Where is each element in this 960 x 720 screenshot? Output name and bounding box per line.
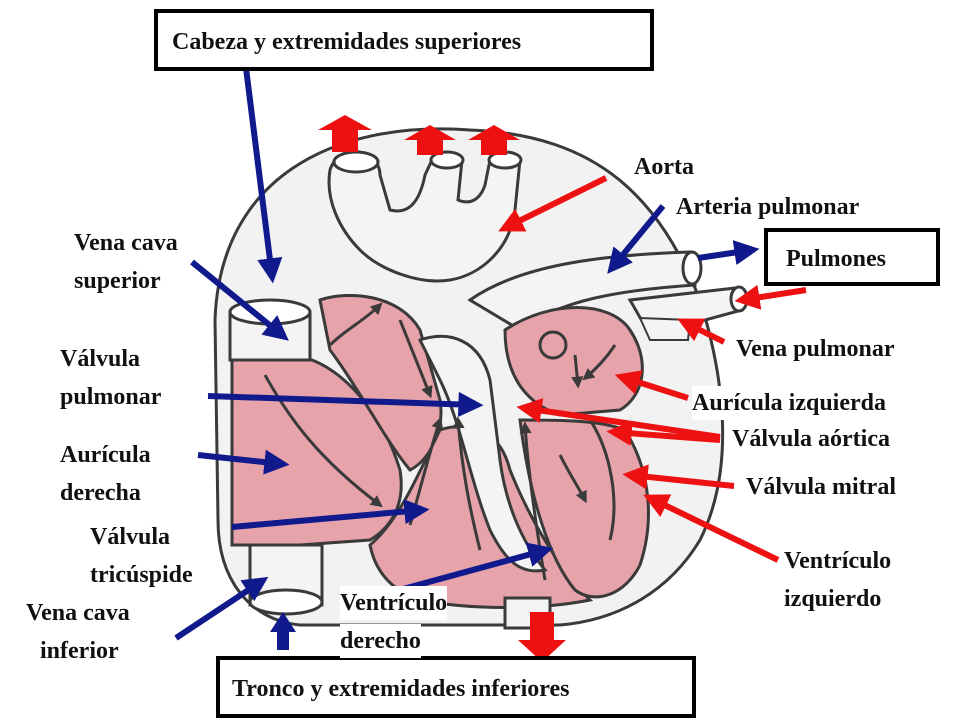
label-pulmonary-valve-1: Válvula xyxy=(60,342,141,376)
label-right-ventricle-2: derecho xyxy=(340,624,421,658)
label-tricuspid-valve-2: tricúspide xyxy=(90,558,193,592)
aorta-branch-2 xyxy=(429,150,465,170)
box-lungs: Pulmones xyxy=(764,228,940,286)
interventricular-septum xyxy=(417,334,548,573)
label-aorta: Aorta xyxy=(634,150,694,184)
up-arrow-1 xyxy=(318,115,372,152)
arrow-pulm-artery xyxy=(607,204,666,274)
left-ventricle xyxy=(518,418,650,599)
right-atrium xyxy=(230,358,403,547)
arrow-left-ventricle xyxy=(643,494,780,563)
label-inferior-vena-cava-1: Vena cava xyxy=(26,596,130,630)
label-mitral-valve: Válvula mitral xyxy=(746,470,896,504)
arrow-pulm-vein xyxy=(677,318,726,345)
up-arrow-3 xyxy=(468,125,520,155)
label-right-atrium-2: derecha xyxy=(60,476,141,510)
label-tricuspid-valve-1: Válvula xyxy=(90,520,171,554)
label-superior-vena-cava-1: Vena cava xyxy=(74,226,178,260)
arrow-aortic-valve-2 xyxy=(606,420,721,446)
arrow-from-lungs xyxy=(734,284,807,310)
arrow-pulm-valve xyxy=(207,391,484,418)
arrow-right-atrium xyxy=(197,449,290,475)
arrow-mitral xyxy=(622,464,735,490)
label-right-atrium-1: Aurícula xyxy=(60,438,151,472)
label-pulmonary-vein: Vena pulmonar xyxy=(736,332,895,366)
label-left-atrium: Aurícula izquierda xyxy=(692,386,887,420)
arrow-right-ventricle xyxy=(391,542,554,595)
box-head-upper-limbs: Cabeza y extremidades superiores xyxy=(154,9,654,71)
arrow-left-atrium xyxy=(614,370,689,401)
label-right-ventricle-1: Ventrículo xyxy=(340,586,448,620)
aorta-branch-1 xyxy=(332,150,380,174)
arrow-ivc xyxy=(174,576,269,641)
box-trunk-lower-limbs: Tronco y extremidades inferiores xyxy=(216,656,696,718)
up-arrow-2 xyxy=(404,125,456,155)
label-inferior-vena-cava-2: inferior xyxy=(40,634,119,668)
arrow-top-to-svc xyxy=(243,67,283,284)
label-left-ventricle-1: Ventrículo xyxy=(784,544,892,578)
label-aortic-valve: Válvula aórtica xyxy=(732,422,890,456)
label-superior-vena-cava-2: superior xyxy=(74,264,161,298)
down-arrow-red xyxy=(518,612,566,662)
arrow-to-lungs xyxy=(697,240,760,266)
label-pulmonary-valve-2: pulmonar xyxy=(60,380,162,414)
label-left-ventricle-2: izquierdo xyxy=(784,582,882,616)
label-pulmonary-artery: Arteria pulmonar xyxy=(676,190,860,224)
up-arrow-blue xyxy=(270,612,296,650)
arrow-aorta xyxy=(498,175,608,232)
arrow-svc xyxy=(190,259,289,341)
arrow-tricuspid xyxy=(231,499,430,530)
